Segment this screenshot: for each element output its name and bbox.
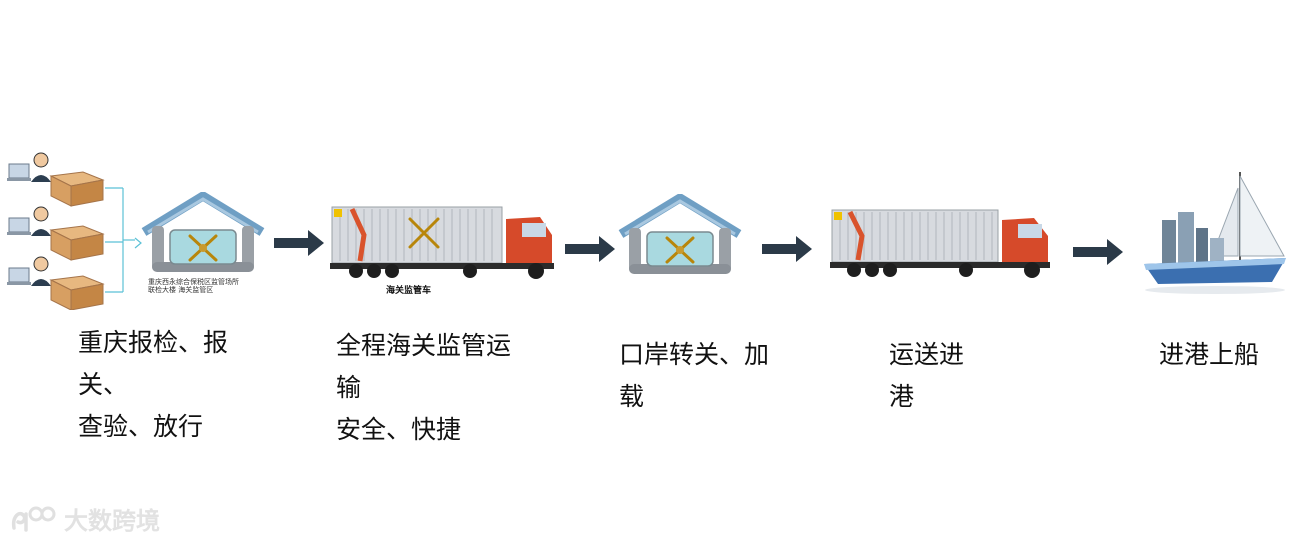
- client-row-3: [7, 256, 105, 311]
- flow-arrow-1: [274, 230, 324, 256]
- customs-warehouse-icon: 重庆西永综合保税区监管场所 联检大楼 海关监管区: [138, 191, 268, 294]
- step-caption-4-line-1: 运送进: [889, 340, 965, 369]
- warehouse-fineprint-2: 联检大楼 海关监管区: [148, 286, 214, 294]
- step-caption-1-line-1: 重庆报检、报: [78, 328, 229, 357]
- watermark: 大数跨境: [10, 500, 160, 536]
- step-caption-4: 运送进 港: [889, 334, 964, 418]
- step-caption-5-line-1: 进港上船: [1159, 340, 1260, 369]
- flow-arrow-2: [565, 236, 615, 262]
- bracket-arrow: [133, 234, 143, 249]
- watermark-text: 大数跨境: [64, 506, 160, 535]
- customs-seal-icon: [188, 234, 218, 262]
- truck-label: 海关监管车: [386, 286, 432, 296]
- step-caption-5: 进港上船: [1159, 334, 1259, 376]
- step-caption-3-line-2: 载: [619, 382, 645, 411]
- merge-bracket: [105, 187, 135, 293]
- client-group: [5, 150, 135, 311]
- client-row-1: [7, 152, 105, 207]
- step-caption-1-line-3: 查验、放行: [78, 412, 204, 441]
- step-caption-2-line-2: 输: [336, 373, 362, 402]
- step-caption-1: 重庆报检、报 关、 查验、放行: [78, 322, 228, 448]
- step-caption-2-line-3: 安全、快捷: [336, 415, 462, 444]
- flow-arrow-4: [1073, 239, 1123, 265]
- step-caption-2-line-1: 全程海关监管运: [336, 331, 512, 360]
- customs-truck-icon: 海关监管车: [330, 205, 558, 297]
- client-row-2: [7, 206, 105, 261]
- cargo-ship-icon: [1140, 168, 1290, 298]
- step-caption-3: 口岸转关、加 载: [619, 334, 769, 418]
- customs-seal-icon: [665, 236, 695, 264]
- step-caption-2: 全程海关监管运 输 安全、快捷: [336, 325, 511, 451]
- warehouse-fineprint-1: 重庆西永综合保税区监管场所: [148, 278, 239, 286]
- port-warehouse-icon: [615, 193, 745, 286]
- step-caption-4-line-2: 港: [889, 382, 915, 411]
- flow-arrow-3: [762, 236, 812, 262]
- transport-truck-icon: [830, 208, 1054, 282]
- step-caption-3-line-1: 口岸转关、加: [619, 340, 770, 369]
- watermark-logo-icon: [11, 506, 56, 532]
- step-caption-1-line-2: 关、: [78, 370, 129, 399]
